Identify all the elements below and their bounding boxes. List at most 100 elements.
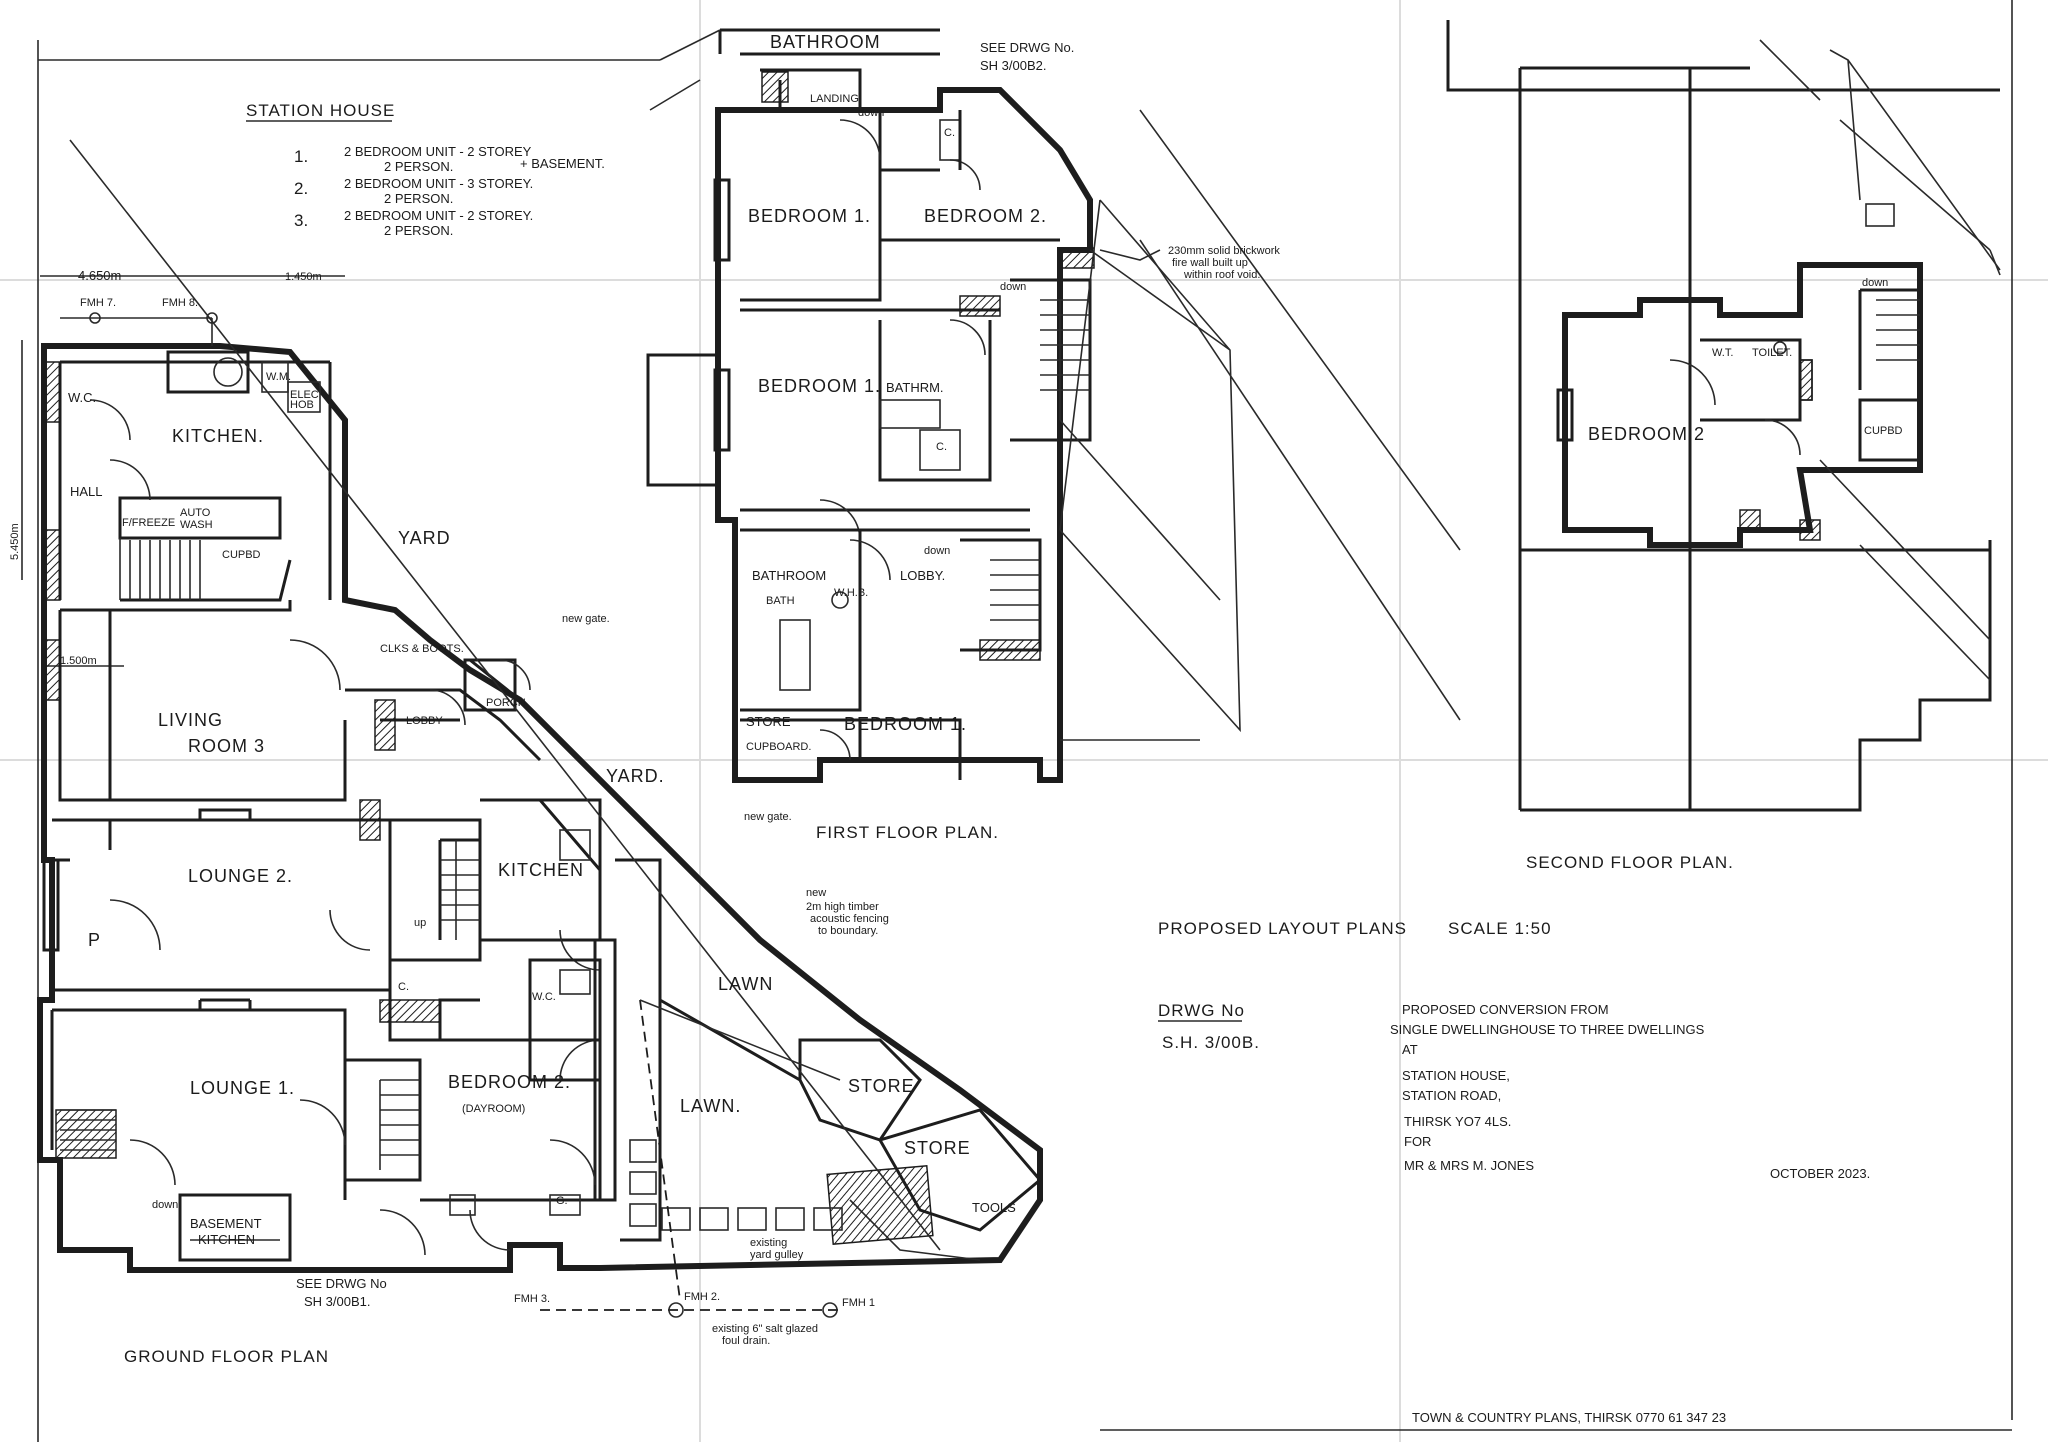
svg-text:W.H.B.: W.H.B. <box>834 587 868 599</box>
svg-text:ROOM 3: ROOM 3 <box>188 736 265 756</box>
schedule-title: STATION HOUSE <box>246 101 395 120</box>
svg-text:G.: G. <box>556 1195 568 1207</box>
svg-text:down: down <box>924 545 950 557</box>
practice-footer: TOWN & COUNTRY PLANS, THIRSK 0770 61 347… <box>1412 1410 1726 1425</box>
svg-text:W.M.: W.M. <box>266 371 291 383</box>
svg-text:230mm solid brickwork: 230mm solid brickwork <box>1168 245 1280 257</box>
paving-slabs <box>629 1139 843 1231</box>
svg-text:down: down <box>1000 281 1026 293</box>
svg-text:SEE DRWG No: SEE DRWG No <box>296 1276 387 1291</box>
svg-text:W.C.: W.C. <box>532 991 556 1003</box>
svg-text:LOUNGE 2.: LOUNGE 2. <box>188 866 293 886</box>
proposed-plans-label: PROPOSED LAYOUT PLANS <box>1158 919 1407 938</box>
svg-text:2 BEDROOM UNIT - 2 STOREY.: 2 BEDROOM UNIT - 2 STOREY. <box>344 208 533 223</box>
svg-text:FMH 3.: FMH 3. <box>514 1293 550 1305</box>
svg-text:1.450m: 1.450m <box>285 271 322 283</box>
unit-1: 1. 2 BEDROOM UNIT - 2 STOREY 2 PERSON. +… <box>294 144 605 174</box>
svg-text:FOR: FOR <box>1404 1134 1431 1149</box>
drawing-number-label: DRWG No <box>1158 1001 1245 1020</box>
svg-text:existing 6" salt glazed: existing 6" salt glazed <box>712 1323 818 1335</box>
svg-text:BEDROOM 1.: BEDROOM 1. <box>758 376 881 396</box>
svg-text:YARD: YARD <box>398 528 451 548</box>
unit-3: 3. 2 BEDROOM UNIT - 2 STOREY. 2 PERSON. <box>294 208 533 238</box>
svg-text:AUTO: AUTO <box>180 507 211 519</box>
svg-text:CUPBOARD.: CUPBOARD. <box>746 741 811 753</box>
svg-text:SH 3/00B2.: SH 3/00B2. <box>980 58 1047 73</box>
svg-text:yard gulley: yard gulley <box>750 1249 804 1261</box>
svg-text:2 PERSON.: 2 PERSON. <box>384 223 453 238</box>
svg-text:new gate.: new gate. <box>744 811 792 823</box>
svg-text:P: P <box>88 930 101 950</box>
svg-text:LIVING: LIVING <box>158 710 223 730</box>
svg-text:MR & MRS M. JONES: MR & MRS M. JONES <box>1404 1158 1534 1173</box>
svg-text:CLKS & BOOTS.: CLKS & BOOTS. <box>380 643 464 655</box>
svg-text:4.650m: 4.650m <box>78 268 121 283</box>
svg-text:BATHRM.: BATHRM. <box>886 380 944 395</box>
svg-text:2.: 2. <box>294 179 308 198</box>
svg-text:W.T.: W.T. <box>1712 347 1733 359</box>
scale-label: SCALE 1:50 <box>1448 919 1552 938</box>
svg-text:to boundary.: to boundary. <box>818 925 878 937</box>
second-floor-plan <box>1446 20 2001 812</box>
svg-text:2m high timber: 2m high timber <box>806 901 879 913</box>
svg-text:SEE DRWG No.: SEE DRWG No. <box>980 40 1074 55</box>
svg-text:existing: existing <box>750 1237 787 1249</box>
svg-text:BATH: BATH <box>766 595 795 607</box>
svg-text:2 BEDROOM UNIT - 3 STOREY.: 2 BEDROOM UNIT - 3 STOREY. <box>344 176 533 191</box>
svg-text:1.: 1. <box>294 147 308 166</box>
svg-text:3.: 3. <box>294 211 308 230</box>
svg-text:LOBBY: LOBBY <box>406 715 443 727</box>
svg-text:STORE: STORE <box>904 1138 971 1158</box>
svg-text:BEDROOM 2.: BEDROOM 2. <box>924 206 1047 226</box>
svg-text:HOB: HOB <box>290 399 314 411</box>
svg-text:KITCHEN: KITCHEN <box>198 1232 255 1247</box>
svg-text:W.C.: W.C. <box>68 390 96 405</box>
svg-text:STATION HOUSE,: STATION HOUSE, <box>1402 1068 1510 1083</box>
svg-text:C.: C. <box>398 981 409 993</box>
svg-text:C.: C. <box>936 441 947 453</box>
svg-text:BEDROOM 1.: BEDROOM 1. <box>844 714 967 734</box>
first-floor-plan <box>646 28 1461 783</box>
second-floor-labels: BEDROOM 2 W.T. TOILET. CUPBD down SECOND… <box>1526 277 1903 872</box>
svg-text:PORCH: PORCH <box>486 697 526 709</box>
svg-text:WASH: WASH <box>180 519 213 531</box>
svg-text:BATHROOM: BATHROOM <box>770 32 881 52</box>
svg-text:+ BASEMENT.: + BASEMENT. <box>520 156 605 171</box>
second-floor-title: SECOND FLOOR PLAN. <box>1526 853 1734 872</box>
svg-text:HALL: HALL <box>70 484 103 499</box>
svg-text:CUPBD: CUPBD <box>222 549 261 561</box>
svg-text:BEDROOM 2.: BEDROOM 2. <box>448 1072 571 1092</box>
first-floor-labels: BATHROOM LANDING BEDROOM 1. BEDROOM 2. B… <box>746 32 1280 842</box>
svg-text:FMH 1: FMH 1 <box>842 1297 875 1309</box>
svg-text:TOOLS: TOOLS <box>972 1200 1016 1215</box>
ground-floor-plan: 4.650m 1.450m 5.450m 1.500m <box>9 139 1043 1318</box>
svg-text:down: down <box>858 107 884 119</box>
svg-text:2 PERSON.: 2 PERSON. <box>384 159 453 174</box>
svg-text:new: new <box>806 887 826 899</box>
svg-text:THIRSK YO7 4LS.: THIRSK YO7 4LS. <box>1404 1114 1511 1129</box>
svg-text:PROPOSED CONVERSION FROM: PROPOSED CONVERSION FROM <box>1402 1002 1609 1017</box>
svg-text:AT: AT <box>1402 1042 1418 1057</box>
svg-text:STATION ROAD,: STATION ROAD, <box>1402 1088 1501 1103</box>
svg-text:foul drain.: foul drain. <box>722 1335 770 1347</box>
unit-schedule: STATION HOUSE 1. 2 BEDROOM UNIT - 2 STOR… <box>246 101 605 238</box>
svg-text:BATHROOM: BATHROOM <box>752 568 826 583</box>
svg-text:STORE: STORE <box>746 714 791 729</box>
svg-text:2 BEDROOM UNIT - 2 STOREY: 2 BEDROOM UNIT - 2 STOREY <box>344 144 532 159</box>
svg-text:FMH 2.: FMH 2. <box>684 1291 720 1303</box>
svg-text:5.450m: 5.450m <box>9 523 21 560</box>
svg-text:YARD.: YARD. <box>606 766 665 786</box>
svg-text:KITCHEN.: KITCHEN. <box>172 426 264 446</box>
svg-text:down: down <box>1862 277 1888 289</box>
svg-text:within roof void.: within roof void. <box>1183 269 1260 281</box>
svg-text:BEDROOM 1.: BEDROOM 1. <box>748 206 871 226</box>
svg-text:LAWN: LAWN <box>718 974 773 994</box>
svg-text:STORE: STORE <box>848 1076 915 1096</box>
svg-text:F/FREEZE: F/FREEZE <box>122 517 175 529</box>
svg-text:SH 3/00B1.: SH 3/00B1. <box>304 1294 371 1309</box>
title-block: PROPOSED LAYOUT PLANS SCALE 1:50 DRWG No… <box>1158 919 1870 1425</box>
ground-floor-labels: KITCHEN. HALL W.C. YARD CLKS & BOOTS. LO… <box>68 297 1016 1366</box>
svg-text:2 PERSON.: 2 PERSON. <box>384 191 453 206</box>
ground-floor-title: GROUND FLOOR PLAN <box>124 1347 329 1366</box>
svg-text:new gate.: new gate. <box>562 613 610 625</box>
